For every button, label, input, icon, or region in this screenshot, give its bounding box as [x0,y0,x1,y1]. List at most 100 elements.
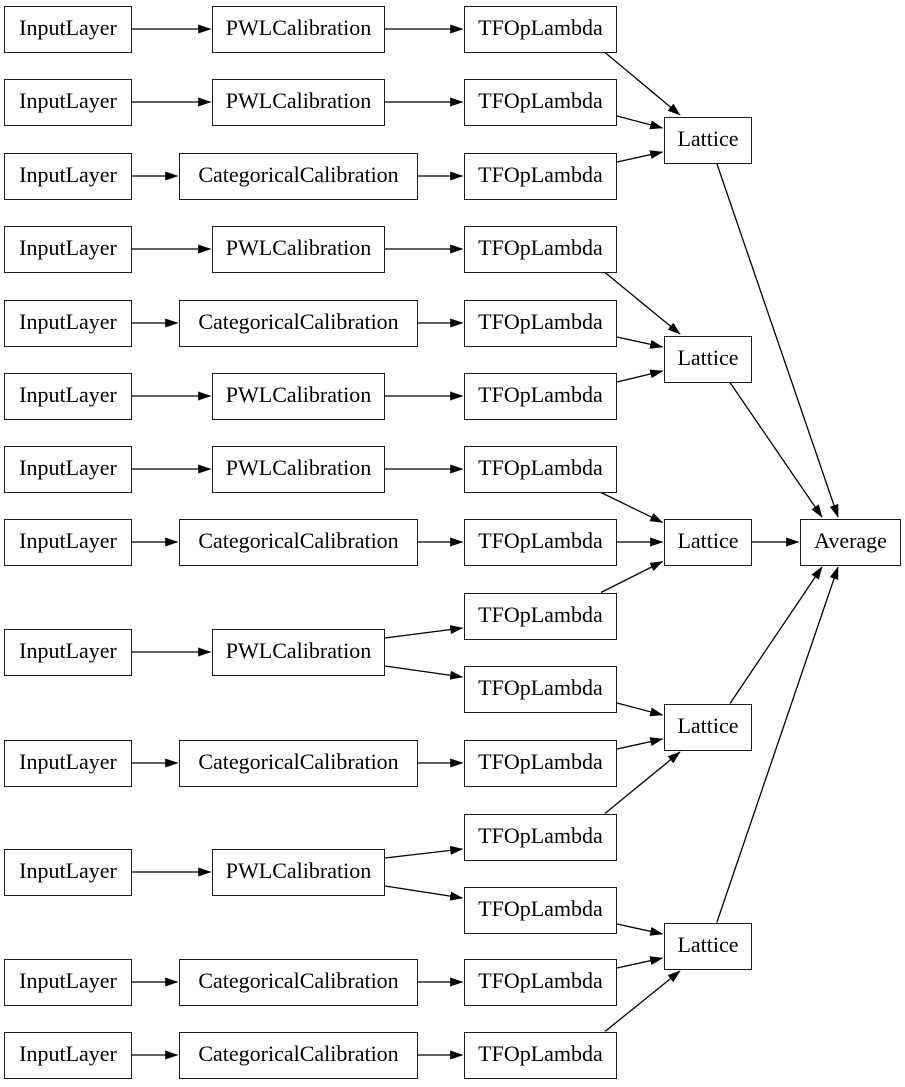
node-label: InputLayer [19,638,117,663]
node-label: TFOpLambda [478,309,603,334]
node-tfoplambda: TFOpLambda [464,518,617,566]
node-label: CategoricalCalibration [198,528,399,553]
node-pwlcalibration: PWLCalibration [212,628,385,676]
node-label: TFOpLambda [478,602,603,627]
node-label: InputLayer [19,162,117,187]
node-label: InputLayer [19,749,117,774]
node-label: Lattice [677,345,739,370]
node-label: TFOpLambda [478,235,603,260]
node-lattice: Lattice [664,335,752,383]
node-inputlayer: InputLayer [4,299,132,347]
node-label: PWLCalibration [225,235,372,260]
node-label: PWLCalibration [225,15,372,40]
edge-arrow [616,150,664,163]
node-label: Lattice [677,528,739,553]
node-label: PWLCalibration [225,638,372,663]
edge-arrow [616,336,664,349]
node-tfoplambda: TFOpLambda [464,813,617,861]
node-label: InputLayer [19,968,117,993]
node-pwlcalibration: PWLCalibration [212,78,385,126]
node-average: Average [800,518,901,566]
node-categoricalcalibration: CategoricalCalibration [179,1031,418,1079]
node-categoricalcalibration: CategoricalCalibration [179,958,418,1006]
node-label: TFOpLambda [478,675,603,700]
node-categoricalcalibration: CategoricalCalibration [179,518,418,566]
edge-arrow [616,702,664,717]
node-inputlayer: InputLayer [4,372,132,420]
node-lattice: Lattice [664,116,752,164]
node-tfoplambda: TFOpLambda [464,299,617,347]
edge-arrow [604,271,681,335]
edge-arrow [604,52,681,116]
node-label: InputLayer [19,528,117,553]
node-inputlayer: InputLayer [4,958,132,1006]
node-label: TFOpLambda [478,823,603,848]
node-label: InputLayer [19,455,117,480]
node-tfoplambda: TFOpLambda [464,445,617,493]
node-pwlcalibration: PWLCalibration [212,5,385,53]
node-tfoplambda: TFOpLambda [464,1031,617,1079]
node-label: TFOpLambda [478,455,603,480]
edge-arrow [384,665,464,680]
node-categoricalcalibration: CategoricalCalibration [179,299,418,347]
node-lattice: Lattice [664,703,752,751]
edge-arrow [616,923,664,936]
node-label: CategoricalCalibration [198,749,399,774]
node-pwlcalibration: PWLCalibration [212,225,385,273]
node-label: PWLCalibration [225,858,372,883]
node-inputlayer: InputLayer [4,445,132,493]
edge-arrow [616,956,664,969]
node-tfoplambda: TFOpLambda [464,5,617,53]
edge-arrow [600,560,664,594]
node-label: PWLCalibration [225,455,372,480]
node-inputlayer: InputLayer [4,739,132,787]
node-inputlayer: InputLayer [4,152,132,200]
node-categoricalcalibration: CategoricalCalibration [179,739,418,787]
node-label: CategoricalCalibration [198,1041,399,1066]
node-label: TFOpLambda [478,15,603,40]
node-label: InputLayer [19,235,117,260]
node-label: TFOpLambda [478,968,603,993]
node-tfoplambda: TFOpLambda [464,372,617,420]
node-pwlcalibration: PWLCalibration [212,445,385,493]
node-label: Average [814,528,887,553]
node-tfoplambda: TFOpLambda [464,958,617,1006]
node-label: InputLayer [19,858,117,883]
edge-arrow [616,369,664,383]
node-label: CategoricalCalibration [198,309,399,334]
edge-arrow [604,751,681,815]
node-label: PWLCalibration [225,88,372,113]
node-tfoplambda: TFOpLambda [464,739,617,787]
node-label: TFOpLambda [478,1041,603,1066]
node-label: TFOpLambda [478,896,603,921]
node-label: TFOpLambda [478,528,603,553]
node-inputlayer: InputLayer [4,1031,132,1079]
edge-arrow [600,491,664,524]
edge-arrow [604,970,681,1033]
node-tfoplambda: TFOpLambda [464,152,617,200]
node-lattice: Lattice [664,518,752,566]
node-label: TFOpLambda [478,88,603,113]
node-tfoplambda: TFOpLambda [464,592,617,640]
node-label: CategoricalCalibration [198,968,399,993]
node-label: InputLayer [19,309,117,334]
node-pwlcalibration: PWLCalibration [212,372,385,420]
node-inputlayer: InputLayer [4,225,132,273]
edge-arrow [729,566,823,704]
node-tfoplambda: TFOpLambda [464,886,617,934]
node-label: InputLayer [19,1041,117,1066]
node-inputlayer: InputLayer [4,5,132,53]
edge-arrow [616,115,664,130]
node-label: InputLayer [19,382,117,407]
node-tfoplambda: TFOpLambda [464,225,617,273]
node-inputlayer: InputLayer [4,78,132,126]
node-inputlayer: InputLayer [4,518,132,566]
node-pwlcalibration: PWLCalibration [212,848,385,896]
node-label: TFOpLambda [478,749,603,774]
edge-arrow [716,163,839,518]
node-label: TFOpLambda [478,162,603,187]
node-label: Lattice [677,126,739,151]
node-tfoplambda: TFOpLambda [464,665,617,713]
node-inputlayer: InputLayer [4,848,132,896]
